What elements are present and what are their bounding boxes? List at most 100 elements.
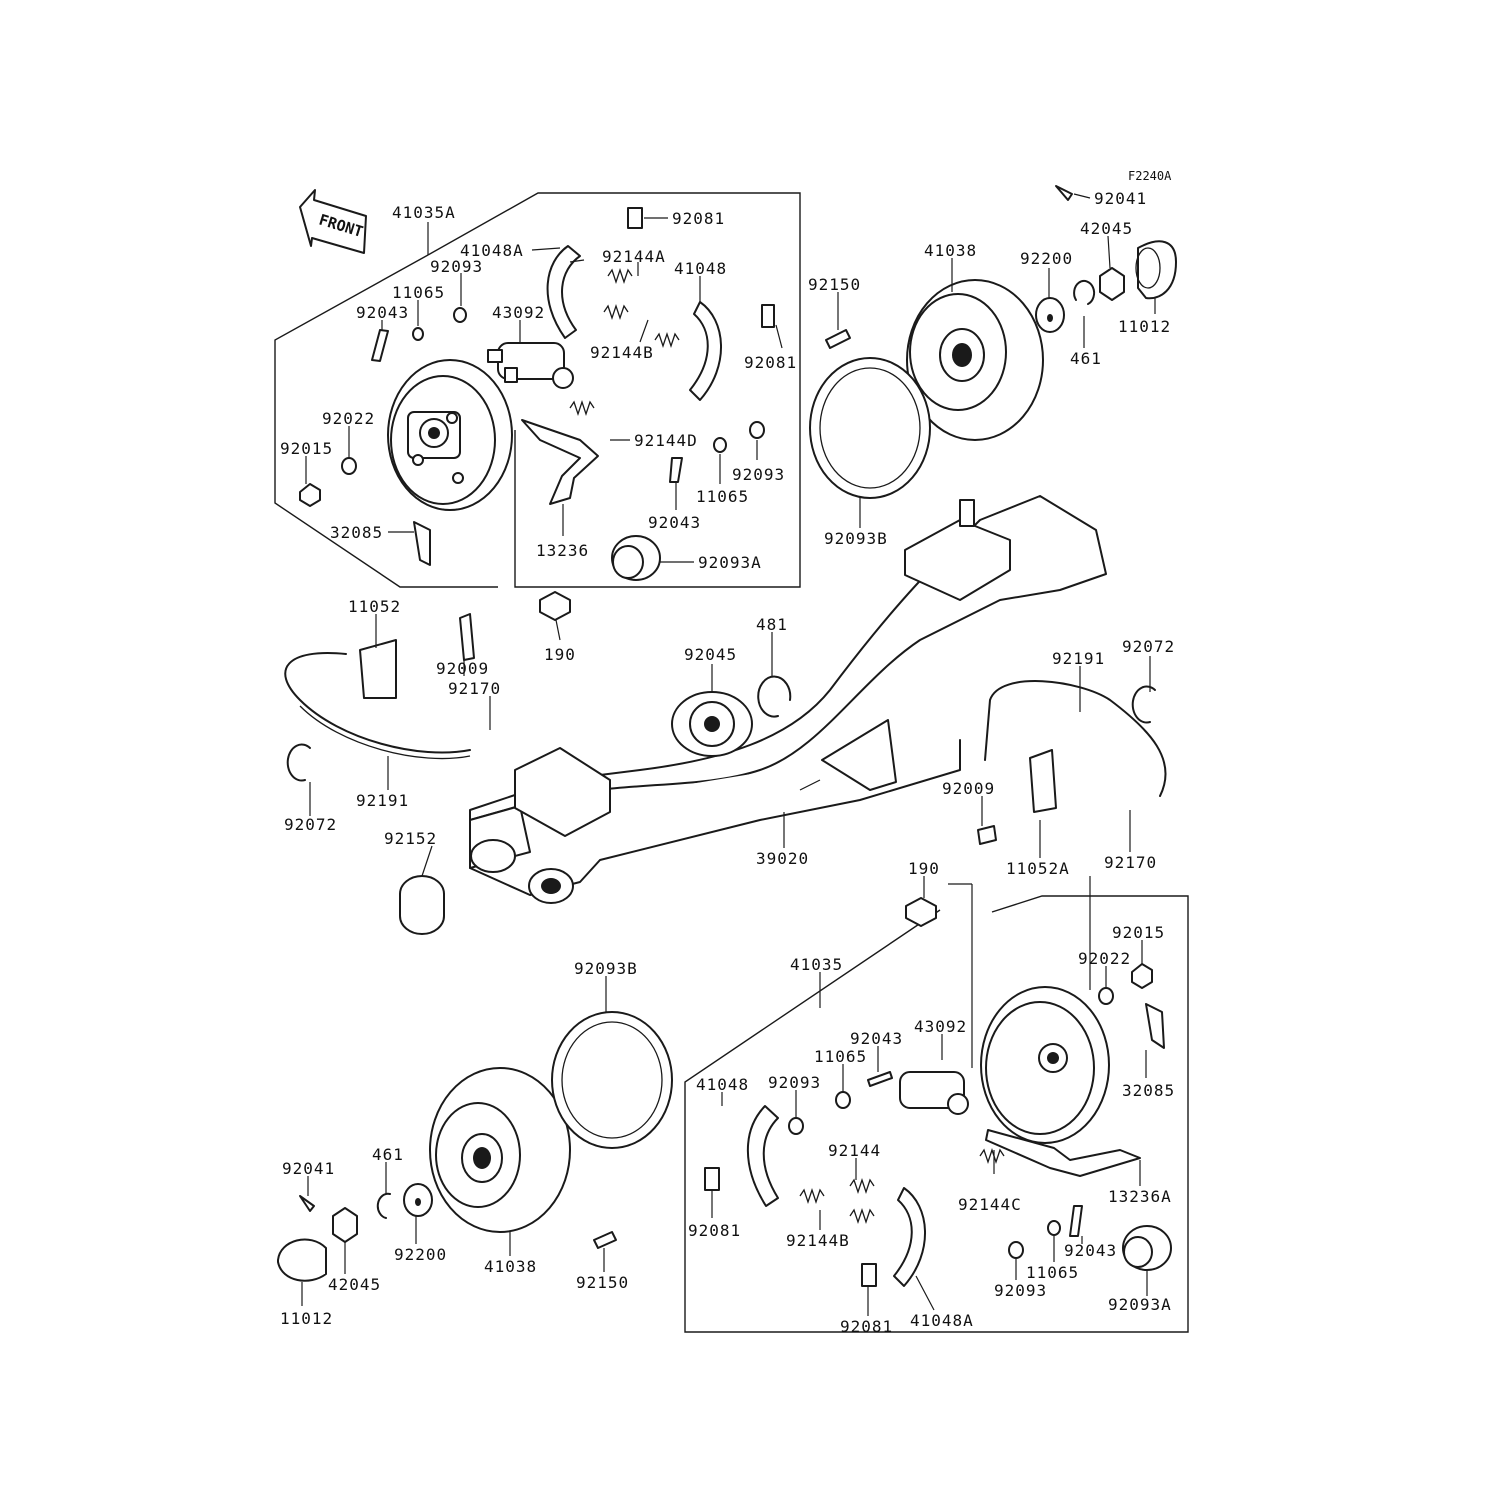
part-label: 41048 — [696, 1075, 749, 1094]
part-label: 41048A — [460, 241, 524, 260]
part-label: 92093 — [430, 257, 483, 276]
part-label: 11012 — [280, 1309, 333, 1328]
part-label: 32085 — [1122, 1081, 1175, 1100]
part-label: 11065 — [696, 487, 749, 506]
small-hardware-left — [299, 307, 765, 621]
wheel-cylinder-right — [899, 1071, 969, 1115]
lever-13236a-right — [985, 1129, 1141, 1177]
wheel-cylinder-left — [487, 342, 574, 389]
lever-13236-left — [521, 419, 599, 505]
part-label: 92072 — [1122, 637, 1175, 656]
part-label: 92144C — [958, 1195, 1022, 1214]
part-label: 13236 — [536, 541, 589, 560]
part-label: 92043 — [1064, 1241, 1117, 1260]
part-label: 11065 — [814, 1047, 867, 1066]
part-label: 92144B — [590, 343, 654, 362]
springs-right — [799, 1147, 1005, 1225]
hub-hardware-upper — [825, 185, 1177, 349]
snap-rings — [286, 675, 1156, 782]
part-label: 92041 — [1094, 189, 1147, 208]
part-label: 11065 — [1026, 1263, 1079, 1282]
part-label: 481 — [756, 615, 788, 634]
brake-shoe-41048-left — [689, 301, 722, 401]
part-label: 92072 — [284, 815, 337, 834]
brake-drum-41038-lower — [429, 1067, 571, 1233]
backing-plate-right — [980, 986, 1110, 1144]
part-label: 43092 — [492, 303, 545, 322]
part-label: 92144 — [828, 1141, 881, 1160]
brake-ring-92093b-lower — [551, 1011, 673, 1149]
part-label: 92093A — [1108, 1295, 1172, 1314]
part-label: 92152 — [384, 829, 437, 848]
brake-hose-left — [284, 652, 471, 760]
part-label: 41048 — [674, 259, 727, 278]
part-label: 92144D — [634, 431, 698, 450]
axle-housing-39020 — [469, 495, 1107, 904]
part-label: 92150 — [808, 275, 861, 294]
part-label: 41038 — [924, 241, 977, 260]
part-label: 42045 — [328, 1275, 381, 1294]
part-label: 190 — [544, 645, 576, 664]
part-label: 92045 — [684, 645, 737, 664]
part-label: 39020 — [756, 849, 809, 868]
part-label: 13236A — [1108, 1187, 1172, 1206]
part-label: 92200 — [1020, 249, 1073, 268]
part-label: 92009 — [942, 779, 995, 798]
part-label: 92144B — [786, 1231, 850, 1250]
brake-shoe-41048a-left — [546, 245, 585, 339]
part-label: 92170 — [448, 679, 501, 698]
seal-92152 — [399, 875, 445, 935]
part-label: 92093B — [574, 959, 638, 978]
part-label: 92200 — [394, 1245, 447, 1264]
brake-ring-92093b-upper — [809, 357, 931, 499]
figure-reference: F2240A — [1128, 169, 1172, 183]
brake-drum-41038-upper — [906, 279, 1044, 441]
part-label: 92093A — [698, 553, 762, 572]
part-label: 92043 — [648, 513, 701, 532]
part-label: 92015 — [1112, 923, 1165, 942]
part-label: 92191 — [356, 791, 409, 810]
part-label: 92022 — [322, 409, 375, 428]
part-label: 92093 — [768, 1073, 821, 1092]
part-label: 42045 — [1080, 219, 1133, 238]
part-label: 92081 — [688, 1221, 741, 1240]
part-label: 32085 — [330, 523, 383, 542]
part-label: 43092 — [914, 1017, 967, 1036]
bearing-92045 — [671, 691, 753, 757]
part-label: 11065 — [392, 283, 445, 302]
part-label: 92041 — [282, 1159, 335, 1178]
part-label: 11012 — [1118, 317, 1171, 336]
part-label: 92043 — [356, 303, 409, 322]
part-labels: 41035A 92081 41048A 92093 92144A 41048 1… — [280, 189, 1175, 1336]
springs-left — [569, 267, 680, 417]
part-label: 92191 — [1052, 649, 1105, 668]
brake-shoes-right — [704, 1105, 926, 1287]
part-label: 41038 — [484, 1257, 537, 1276]
small-hardware-right — [788, 897, 1172, 1271]
part-label: 41048A — [910, 1311, 974, 1330]
part-label: 11052 — [348, 597, 401, 616]
part-label: 92170 — [1104, 853, 1157, 872]
part-label: 41035 — [790, 955, 843, 974]
part-label: 92150 — [576, 1273, 629, 1292]
part-label: 92144A — [602, 247, 666, 266]
leader-lines — [301, 193, 1156, 1316]
part-label: 92093 — [994, 1281, 1047, 1300]
part-label: 92015 — [280, 439, 333, 458]
part-label: 190 — [908, 859, 940, 878]
part-label: 92093B — [824, 529, 888, 548]
part-label: 461 — [1070, 349, 1102, 368]
part-label: 92043 — [850, 1029, 903, 1048]
hub-hardware-lower — [277, 1183, 617, 1282]
part-label: 92081 — [840, 1317, 893, 1336]
part-label: 92093 — [732, 465, 785, 484]
part-label: 461 — [372, 1145, 404, 1164]
front-arrow-icon: FRONT — [299, 189, 367, 254]
hose-brackets — [359, 613, 1057, 845]
part-label: 11052A — [1006, 859, 1070, 878]
part-label: 92009 — [436, 659, 489, 678]
assembly-frames — [274, 192, 1189, 1333]
backing-plate-left — [387, 359, 513, 511]
part-label: 92022 — [1078, 949, 1131, 968]
